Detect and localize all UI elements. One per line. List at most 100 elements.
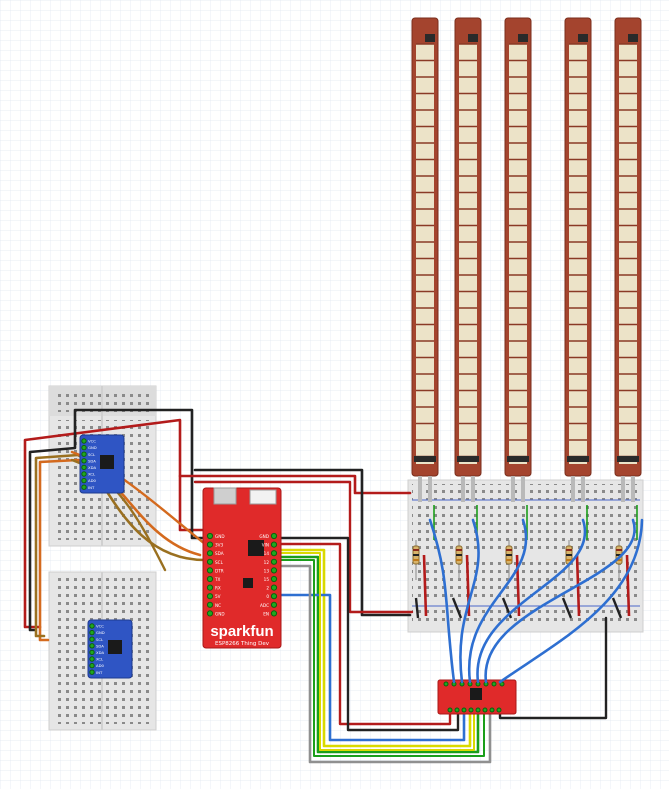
imu-pin[interactable]: GND bbox=[81, 444, 97, 451]
signal-wire[interactable] bbox=[498, 518, 644, 684]
wire-yellow-scl[interactable] bbox=[270, 548, 472, 748]
wire-gray-aux[interactable] bbox=[270, 564, 492, 764]
board-pin-right[interactable]: 12 bbox=[264, 558, 278, 565]
board-pin-right[interactable]: VIN bbox=[262, 541, 278, 548]
signal-wire-group bbox=[428, 518, 644, 684]
wire-ground-rail[interactable] bbox=[193, 468, 412, 617]
wire-yellow-2[interactable] bbox=[271, 552, 475, 751]
imu-pin[interactable]: XCL bbox=[81, 471, 96, 477]
mux-pin[interactable] bbox=[491, 681, 497, 687]
imu-pin[interactable]: XDA bbox=[89, 649, 105, 656]
wire-green-2[interactable] bbox=[271, 559, 485, 757]
board-pin-right[interactable]: 0 bbox=[266, 593, 278, 600]
board-pin-right[interactable]: 14 bbox=[264, 550, 278, 557]
imu-pin-label: VCC bbox=[96, 624, 104, 629]
jumper-power[interactable] bbox=[422, 554, 428, 617]
signal-wire[interactable] bbox=[484, 518, 636, 684]
board-pin-right[interactable]: 15 bbox=[264, 575, 278, 583]
jumper-ground[interactable] bbox=[561, 597, 573, 619]
jumper-ground[interactable] bbox=[414, 597, 420, 619]
imu-pin-label: VCC bbox=[88, 439, 96, 444]
imu-pin[interactable]: SCL bbox=[89, 636, 104, 642]
imu-pin-label: XDA bbox=[96, 650, 104, 655]
board-pin-right[interactable]: GND bbox=[259, 532, 278, 540]
imu-pin-label: GND bbox=[96, 630, 105, 635]
imu-pin-label: AD0 bbox=[96, 663, 105, 668]
imu-pin[interactable]: VCC bbox=[89, 623, 104, 629]
signal-wire[interactable] bbox=[459, 518, 480, 684]
jumper-ground[interactable] bbox=[451, 597, 463, 619]
board-pin-label: 2 bbox=[266, 586, 269, 591]
board-pin-right[interactable]: 2 bbox=[266, 584, 278, 591]
flex-sensor[interactable] bbox=[564, 17, 592, 502]
mux-pin[interactable] bbox=[454, 707, 460, 713]
mux-pin[interactable] bbox=[447, 707, 453, 713]
board-pin-left[interactable]: TX bbox=[206, 575, 221, 583]
board-pin-label: 3V3 bbox=[215, 543, 224, 548]
flex-sensor[interactable] bbox=[454, 17, 482, 502]
imu-pin[interactable]: AD0 bbox=[81, 477, 97, 484]
usb-connector bbox=[213, 487, 237, 505]
mux-pin[interactable] bbox=[475, 707, 481, 713]
board-pin-left[interactable]: NC bbox=[206, 601, 221, 608]
board-pin-label: GND bbox=[215, 534, 225, 539]
flex-sensor[interactable] bbox=[504, 17, 532, 502]
imu-pin[interactable]: INT bbox=[89, 669, 103, 675]
resistor[interactable] bbox=[412, 505, 435, 619]
board-pin-left[interactable]: SCL bbox=[206, 558, 224, 565]
imu-pin-label: INT bbox=[96, 670, 103, 675]
board-pin-left[interactable]: GND bbox=[206, 532, 225, 540]
board-pin-left[interactable]: SDA bbox=[206, 550, 224, 557]
wire-power[interactable] bbox=[23, 418, 212, 629]
flex-sensor[interactable] bbox=[411, 17, 439, 502]
imu-pin[interactable]: GND bbox=[89, 629, 105, 636]
signal-wire[interactable] bbox=[467, 518, 528, 684]
board-pin-right[interactable]: 13 bbox=[264, 567, 278, 574]
wire-red-mux[interactable] bbox=[270, 542, 452, 726]
mux-pin[interactable] bbox=[489, 707, 495, 713]
signal-wire[interactable] bbox=[476, 518, 587, 684]
imu-pin[interactable]: INT bbox=[81, 484, 95, 490]
adc-multiplexer-board[interactable] bbox=[437, 679, 517, 715]
imu-pin[interactable]: XCL bbox=[89, 656, 104, 662]
mux-pin[interactable] bbox=[496, 707, 502, 713]
power-switch[interactable] bbox=[249, 489, 277, 505]
imu-pin[interactable]: SDA bbox=[81, 458, 96, 464]
wire-black-mux[interactable] bbox=[270, 536, 460, 732]
imu-pin[interactable]: XDA bbox=[81, 464, 97, 471]
imu-pin[interactable]: VCC bbox=[81, 438, 96, 444]
board-pin-label: 15 bbox=[264, 577, 270, 582]
board-pin-right[interactable]: EN bbox=[263, 610, 278, 617]
mux-pin[interactable] bbox=[482, 707, 488, 713]
board-pin-label: ADC bbox=[260, 603, 269, 608]
imu-pin[interactable]: AD0 bbox=[89, 662, 105, 669]
mux-pin[interactable] bbox=[443, 681, 449, 687]
mux-pin[interactable] bbox=[468, 707, 474, 713]
board-pin-left[interactable]: 5V bbox=[206, 593, 221, 600]
board-pin-left[interactable]: GND bbox=[206, 610, 225, 617]
jumper-ground[interactable] bbox=[611, 597, 623, 619]
wire-mux-ground[interactable] bbox=[498, 616, 608, 720]
board-pin-left[interactable]: DTR bbox=[206, 567, 224, 574]
wire-power-board[interactable] bbox=[193, 480, 414, 614]
board-pin-right[interactable]: ADC bbox=[260, 601, 278, 608]
wire-green-sda[interactable] bbox=[270, 555, 480, 754]
signal-wire[interactable] bbox=[428, 518, 456, 684]
imu-pin[interactable]: SDA bbox=[89, 643, 104, 649]
breadboard-right[interactable] bbox=[407, 479, 644, 633]
wire-power-rail[interactable] bbox=[178, 474, 412, 495]
imu-pin-label: XCL bbox=[96, 657, 104, 662]
board-pin-label: RX bbox=[215, 586, 221, 591]
imu-pin-label: SCL bbox=[96, 637, 104, 642]
imu-pin[interactable]: SCL bbox=[81, 451, 96, 457]
board-pin-left[interactable]: 3V3 bbox=[206, 541, 224, 548]
jumper-power[interactable] bbox=[625, 554, 631, 617]
flex-sensor[interactable] bbox=[614, 17, 642, 502]
board-pin-left[interactable]: RX bbox=[206, 584, 221, 591]
esp-chip bbox=[248, 540, 264, 556]
mux-pin[interactable] bbox=[461, 707, 467, 713]
wire-ground[interactable] bbox=[28, 408, 212, 632]
